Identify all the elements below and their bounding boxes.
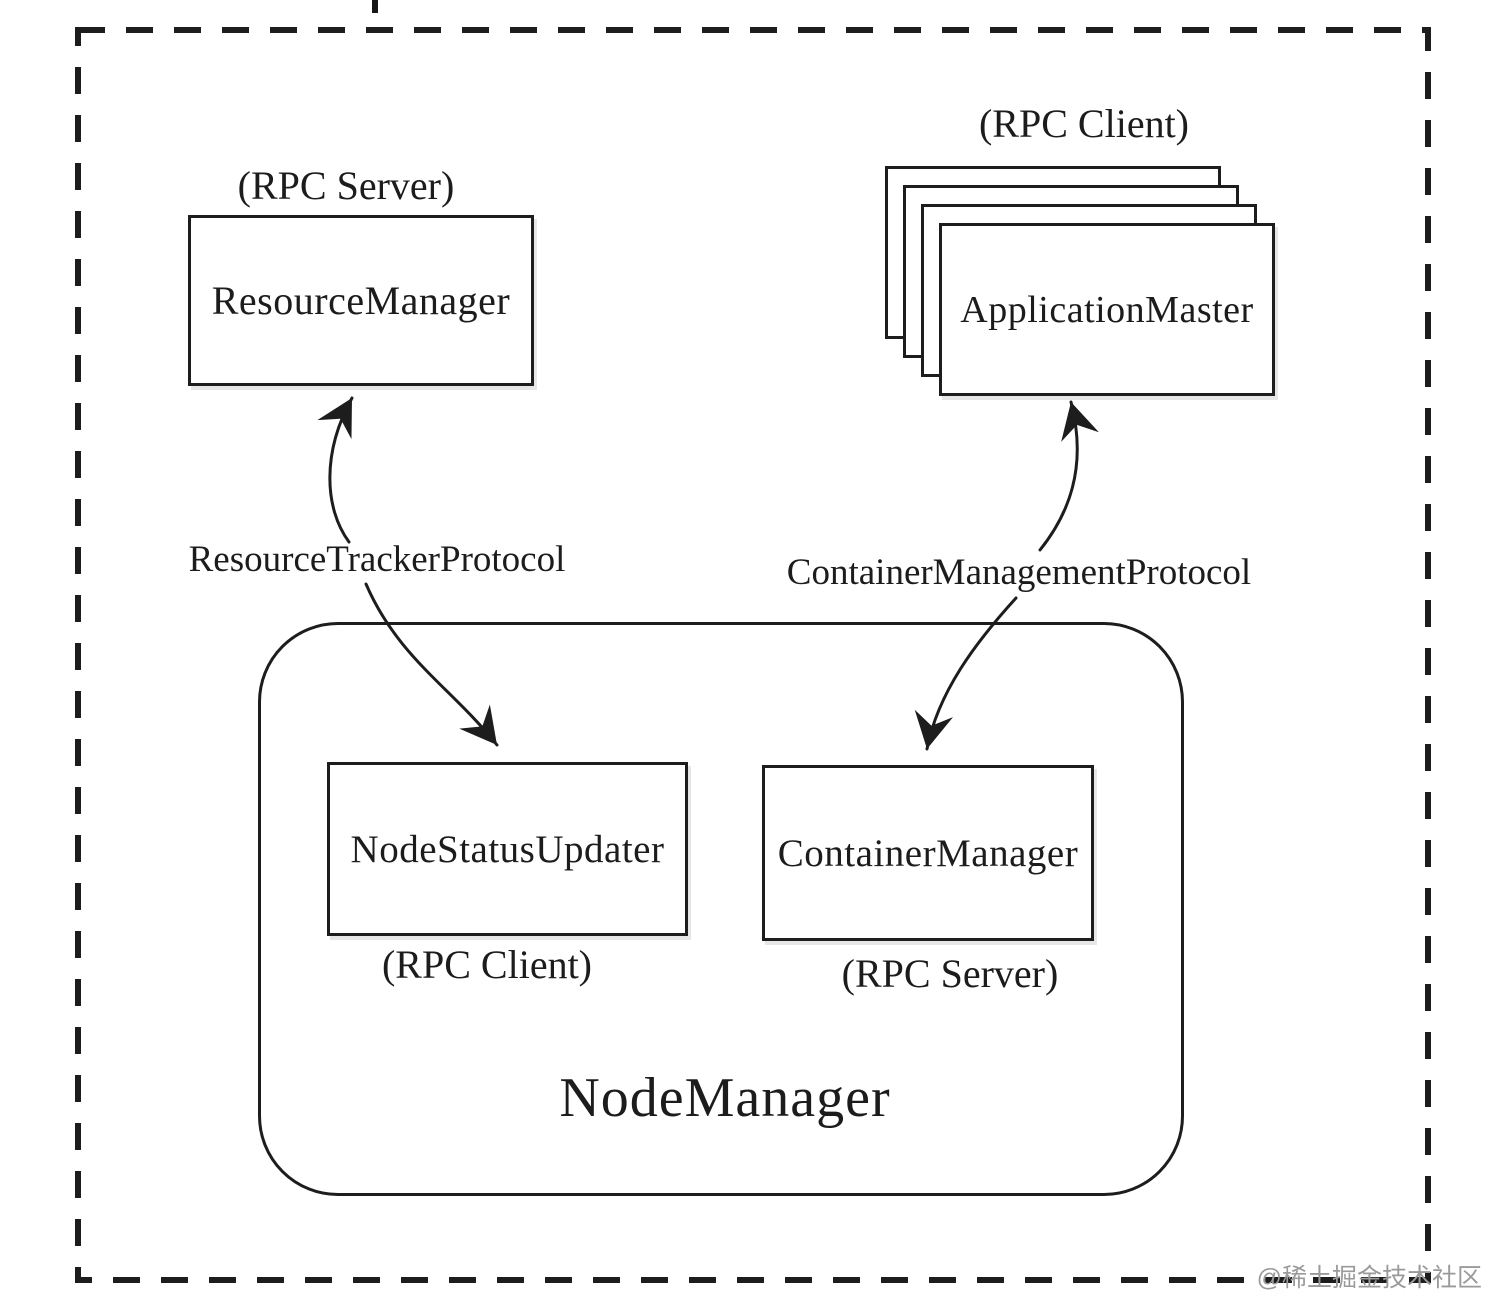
container-manager-label: ContainerManager bbox=[777, 831, 1079, 875]
arrow-to-application-master bbox=[1038, 400, 1099, 552]
node-manager-label: NodeManager bbox=[559, 1067, 891, 1129]
node-status-updater-label: NodeStatusUpdater bbox=[350, 827, 665, 871]
application-master-annotation: (RPC Client) bbox=[978, 101, 1190, 146]
container-manager-annotation: (RPC Server) bbox=[841, 951, 1059, 996]
resource-manager-annotation: (RPC Server) bbox=[237, 163, 455, 208]
application-master-box: ApplicationMaster bbox=[939, 223, 1275, 396]
arrow-to-resource-manager bbox=[317, 396, 354, 544]
resource-manager-label: ResourceManager bbox=[211, 278, 511, 323]
resource-manager-box: ResourceManager bbox=[188, 215, 534, 386]
node-status-updater-box: NodeStatusUpdater bbox=[327, 762, 688, 936]
container-manager-box: ContainerManager bbox=[762, 765, 1094, 941]
scan-artifact-mark bbox=[372, 0, 378, 13]
resource-tracker-protocol-label: ResourceTrackerProtocol bbox=[188, 539, 566, 580]
watermark-text: @稀土掘金技术社区 bbox=[1256, 1264, 1482, 1292]
container-management-protocol-label: ContainerManagementProtocol bbox=[786, 552, 1252, 593]
node-status-updater-annotation: (RPC Client) bbox=[381, 942, 593, 987]
application-master-label: ApplicationMaster bbox=[960, 288, 1254, 331]
